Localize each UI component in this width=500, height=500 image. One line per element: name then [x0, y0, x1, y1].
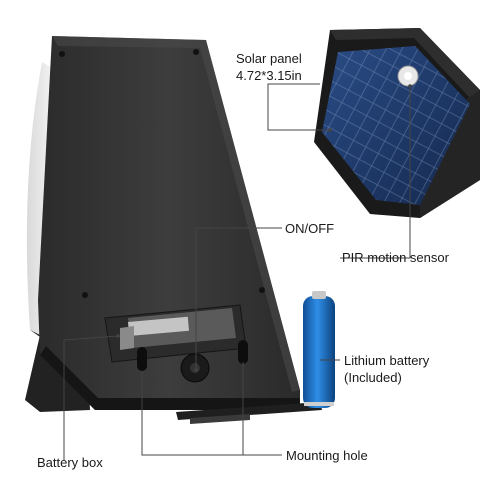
mounting-hole-label: Mounting hole — [286, 448, 368, 463]
solar-panel-size-label: 4.72*3.15in — [236, 68, 302, 83]
callout-dots — [116, 84, 412, 372]
battery-cover — [176, 402, 322, 424]
lithium-included-label: (Included) — [344, 370, 402, 385]
mounting-holes — [137, 340, 248, 371]
solar-module — [314, 28, 480, 218]
screw-hole — [259, 287, 265, 293]
on-off-label: ON/OFF — [285, 221, 335, 236]
screw-hole — [193, 49, 199, 55]
callout-lines — [63, 83, 411, 460]
battery-box-label: Battery box — [37, 455, 103, 470]
lithium-battery — [303, 291, 335, 408]
screw-hole — [59, 51, 65, 57]
lithium-battery-label: Lithium battery — [344, 353, 430, 368]
pir-sensor-label: PIR motion sensor — [342, 250, 449, 265]
screw-hole — [82, 292, 88, 298]
on-off-switch — [180, 353, 210, 383]
solar-panel-label: Solar panel — [236, 51, 302, 66]
